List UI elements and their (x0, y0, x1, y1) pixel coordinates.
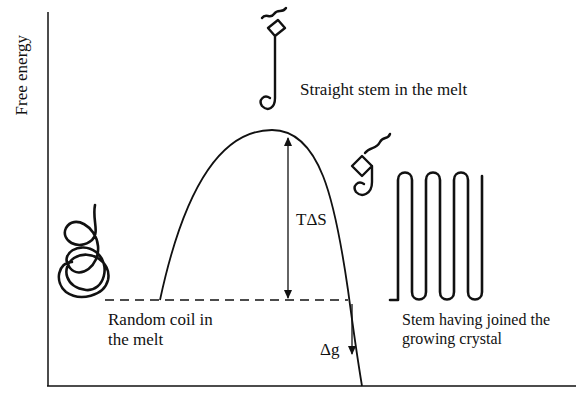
state-label: Straight stem in the melt (300, 80, 467, 100)
folded-crystal (390, 173, 482, 301)
y-axis (47, 12, 49, 386)
state-label: Stem having joined the growing crystal (402, 310, 574, 348)
straight-stem (261, 8, 286, 109)
x-axis (47, 385, 576, 387)
barrier-curve (160, 130, 362, 386)
axis-label: Free energy (12, 35, 32, 115)
delta-g-arrow (351, 304, 352, 354)
state-label: Random coil in the melt (108, 310, 214, 351)
random-coil (59, 205, 109, 297)
energy-label: Δg (320, 340, 339, 360)
stem-hook (352, 134, 390, 195)
barrier-arrow (287, 138, 288, 298)
reference-level (105, 299, 348, 300)
barrier-label: TΔS (296, 210, 327, 230)
